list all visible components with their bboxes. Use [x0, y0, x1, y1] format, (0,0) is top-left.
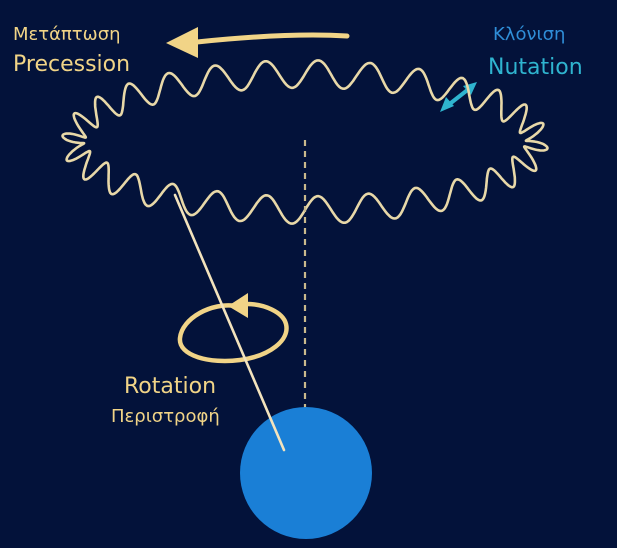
planet-sphere — [240, 407, 372, 539]
rotation-greek-label: Περιστροφή — [111, 406, 220, 427]
rotation-arrow-icon — [177, 293, 289, 364]
precession-greek-label: Μετάπτωση — [13, 24, 121, 45]
precession-arrow — [166, 27, 350, 58]
precession-english-label: Precession — [13, 52, 131, 77]
nutation-english-label: Nutation — [488, 55, 583, 80]
rotation-english-label: Rotation — [124, 374, 217, 399]
nutation-wave-path — [61, 59, 549, 225]
tilted-rotation-axis — [173, 193, 286, 452]
nutation-greek-label: Κλόνιση — [493, 24, 566, 45]
